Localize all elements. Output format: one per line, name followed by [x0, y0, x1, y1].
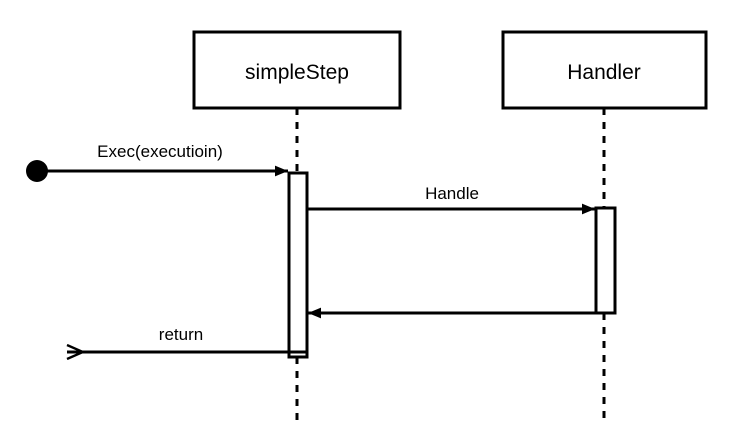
participant-label-handler: Handler — [567, 61, 641, 84]
message-handle[interactable]: Handle — [307, 184, 595, 215]
participant-box-simpleStep[interactable] — [192, 30, 402, 110]
message-label-return: return — [159, 325, 203, 344]
message-return[interactable]: return — [67, 325, 306, 352]
message-label-exec: Exec(executioin) — [97, 142, 223, 161]
activation-bar-handler — [594, 206, 617, 315]
activation-bar-simpleStep — [287, 171, 309, 359]
participant-handler[interactable]: Handler — [501, 30, 708, 110]
message-exec[interactable]: Exec(executioin) — [37, 142, 288, 177]
participant-box-handler[interactable] — [501, 30, 708, 110]
participant-label-simpleStep: simpleStep — [245, 61, 349, 84]
participant-simpleStep[interactable]: simpleStep — [192, 30, 402, 110]
message-label-handle: Handle — [425, 184, 479, 203]
